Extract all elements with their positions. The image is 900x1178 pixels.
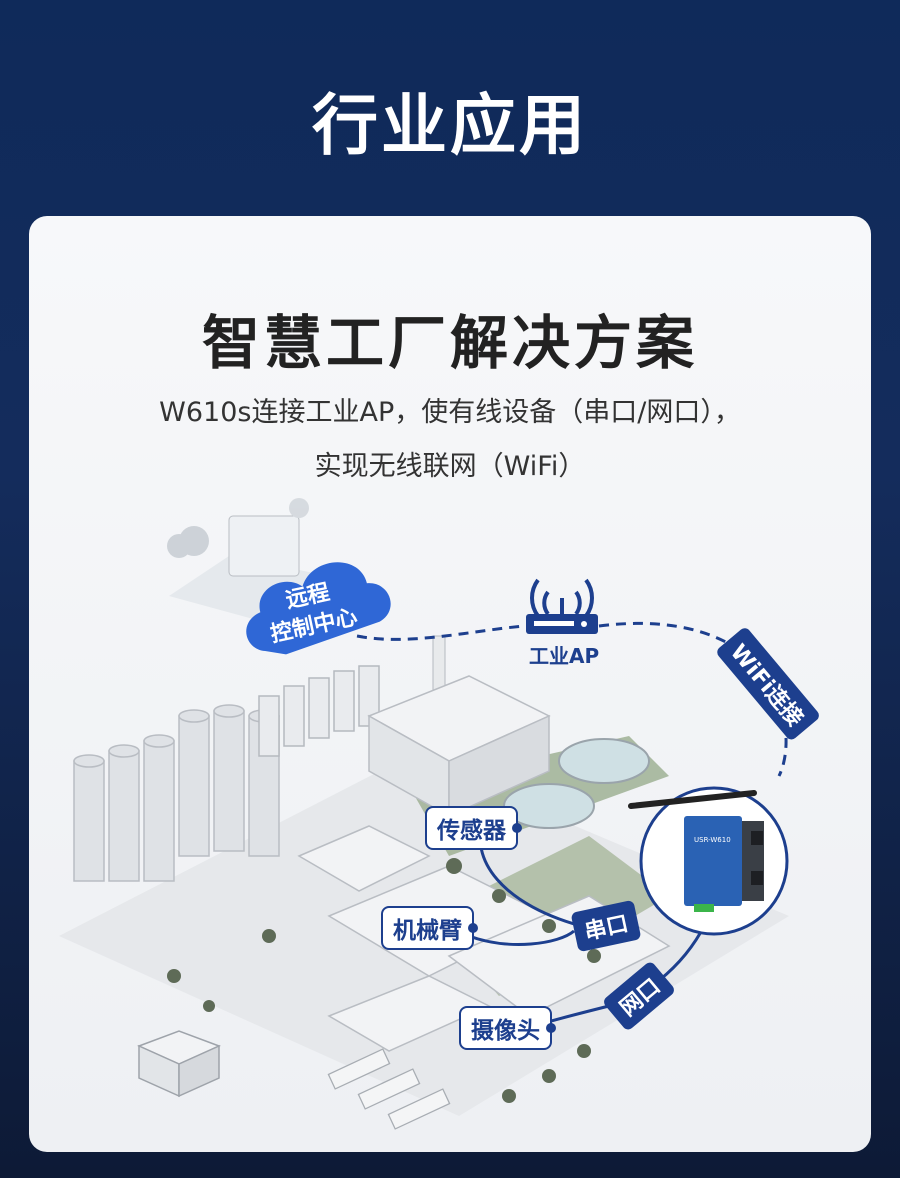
device-circle: USR-W610 <box>628 786 789 936</box>
sensor-tag-label: 传感器 <box>437 818 506 844</box>
connector-dot <box>512 823 522 833</box>
robot-arm-tag-label: 机械臂 <box>393 918 462 944</box>
camera-tag: 摄像头 <box>459 1006 556 1050</box>
page-title: 行业应用 <box>312 87 588 164</box>
card-title: 智慧工厂解决方案 <box>201 309 698 377</box>
card-subtitle-line2: 实现无线联网（WiFi） <box>314 451 586 482</box>
robot-arm-tag: 机械臂 <box>381 906 478 950</box>
connector-dot <box>468 923 478 933</box>
connector-dot <box>546 1023 556 1033</box>
router-icon <box>526 578 598 634</box>
card-subtitle-line1: W610s连接工业AP，使有线设备（串口/网口）， <box>159 397 741 428</box>
ap-label: 工业AP <box>529 644 600 668</box>
solution-card: 智慧工厂解决方案 W610s连接工业AP，使有线设备（串口/网口）， 实现无线联… <box>29 216 871 1152</box>
device-model-label: USR-W610 <box>694 836 731 844</box>
remote-control-cloud <box>246 562 391 655</box>
camera-tag-label: 摄像头 <box>471 1018 540 1044</box>
sensor-tag: 传感器 <box>425 806 522 850</box>
